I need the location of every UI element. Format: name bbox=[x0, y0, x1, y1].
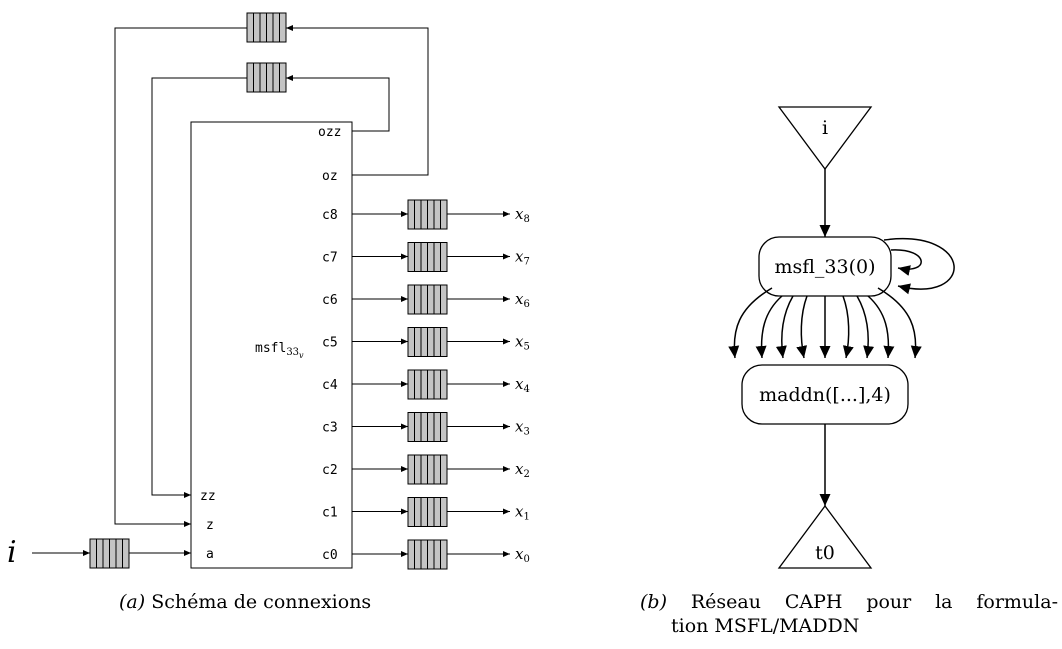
caption-a-text: Schéma de connexions bbox=[151, 591, 372, 613]
output-x-label: x7 bbox=[515, 248, 530, 268]
caption-b-text1: Réseau CAPH pour la formula- bbox=[690, 591, 1058, 613]
wire-oz-feedback bbox=[286, 25, 429, 176]
caph-network: i msfl_33(0) maddn([...],4) t0 bbox=[728, 106, 955, 569]
port-c5: c5 bbox=[322, 336, 338, 351]
edge-c6 bbox=[856, 295, 875, 359]
fifo-input bbox=[89, 538, 130, 569]
wire-oz-to-z bbox=[114, 27, 247, 527]
port-c0: c0 bbox=[322, 548, 338, 563]
edge-c1 bbox=[755, 295, 783, 359]
wire-ozz-to-zz bbox=[151, 77, 247, 498]
msfl-block-label: msfl33v bbox=[255, 341, 304, 360]
fifo-c1 bbox=[407, 497, 448, 527]
port-c1: c1 bbox=[322, 506, 338, 521]
edge-c0 bbox=[728, 287, 773, 359]
wire-ozz-feedback bbox=[286, 75, 390, 132]
input-node-i bbox=[777, 106, 873, 171]
output-rows: c8 x8 c7 x7 c6 x6 c5 x5 c4 x4 c3 x3 c2 x2 c1 x1 c0 x0 bbox=[322, 199, 530, 570]
edge-c2 bbox=[775, 295, 794, 359]
self-loop-inner bbox=[890, 249, 922, 276]
fifo-c8 bbox=[407, 199, 448, 230]
port-c4: c4 bbox=[322, 378, 338, 393]
caption-b-line1: (b) Réseau CAPH pour la formula- bbox=[640, 590, 1058, 614]
fifo-c5 bbox=[407, 327, 448, 357]
port-ozz: ozz bbox=[318, 125, 341, 140]
caption-b-line2: tion MSFL/MADDN bbox=[671, 615, 860, 637]
output-x-label: x6 bbox=[515, 290, 530, 310]
port-c3: c3 bbox=[322, 421, 338, 436]
fifo-c7 bbox=[407, 242, 448, 272]
edge-c3 bbox=[796, 295, 808, 359]
output-x-label: x2 bbox=[515, 460, 530, 480]
fifo-feedback-ozz bbox=[246, 62, 287, 93]
output-node-t0 bbox=[777, 504, 873, 569]
port-zz: zz bbox=[200, 489, 216, 504]
connection-schema: msfl33v i zz z a ozz oz c8 x8 c7 x7 c6 x6 c5 x5… bbox=[7, 12, 530, 570]
caption-a: (a) Schéma de connexions bbox=[119, 590, 371, 614]
self-loop-outer bbox=[883, 237, 955, 295]
edges-msfl-maddn bbox=[728, 287, 922, 359]
msfl-node-label: msfl_33(0) bbox=[774, 256, 875, 278]
output-x-label: x4 bbox=[515, 375, 530, 395]
output-x-label: x0 bbox=[515, 545, 530, 565]
output-node-label: t0 bbox=[815, 542, 835, 564]
maddn-node-label: maddn([...],4) bbox=[759, 384, 891, 406]
port-c2: c2 bbox=[322, 463, 338, 478]
caption-b: (b) Réseau CAPH pour la formula- tion MS… bbox=[640, 590, 1058, 638]
input-node-label: i bbox=[822, 117, 828, 139]
fifo-feedback-oz bbox=[246, 12, 287, 43]
output-x-label: x5 bbox=[515, 333, 530, 353]
output-x-label: x3 bbox=[515, 418, 530, 438]
edge-c5 bbox=[842, 295, 854, 359]
caption-b-tag: (b) bbox=[640, 591, 667, 613]
fifo-c0 bbox=[407, 539, 448, 570]
port-c7: c7 bbox=[322, 251, 338, 266]
port-c6: c6 bbox=[322, 293, 338, 308]
input-i-label: i bbox=[7, 535, 17, 570]
port-z: z bbox=[206, 518, 214, 533]
port-oz: oz bbox=[322, 169, 338, 184]
edge-c7 bbox=[867, 295, 895, 359]
fifo-c3 bbox=[407, 412, 448, 442]
fifo-c2 bbox=[407, 454, 448, 485]
output-x-label: x1 bbox=[515, 503, 530, 523]
output-x-label: x8 bbox=[515, 205, 530, 225]
caption-a-tag: (a) bbox=[119, 591, 146, 613]
port-a: a bbox=[206, 547, 214, 562]
fifo-c4 bbox=[407, 369, 448, 400]
msfl-block bbox=[190, 121, 353, 569]
port-c8: c8 bbox=[322, 208, 338, 223]
edge-c8 bbox=[877, 287, 922, 359]
fifo-c6 bbox=[407, 284, 448, 315]
